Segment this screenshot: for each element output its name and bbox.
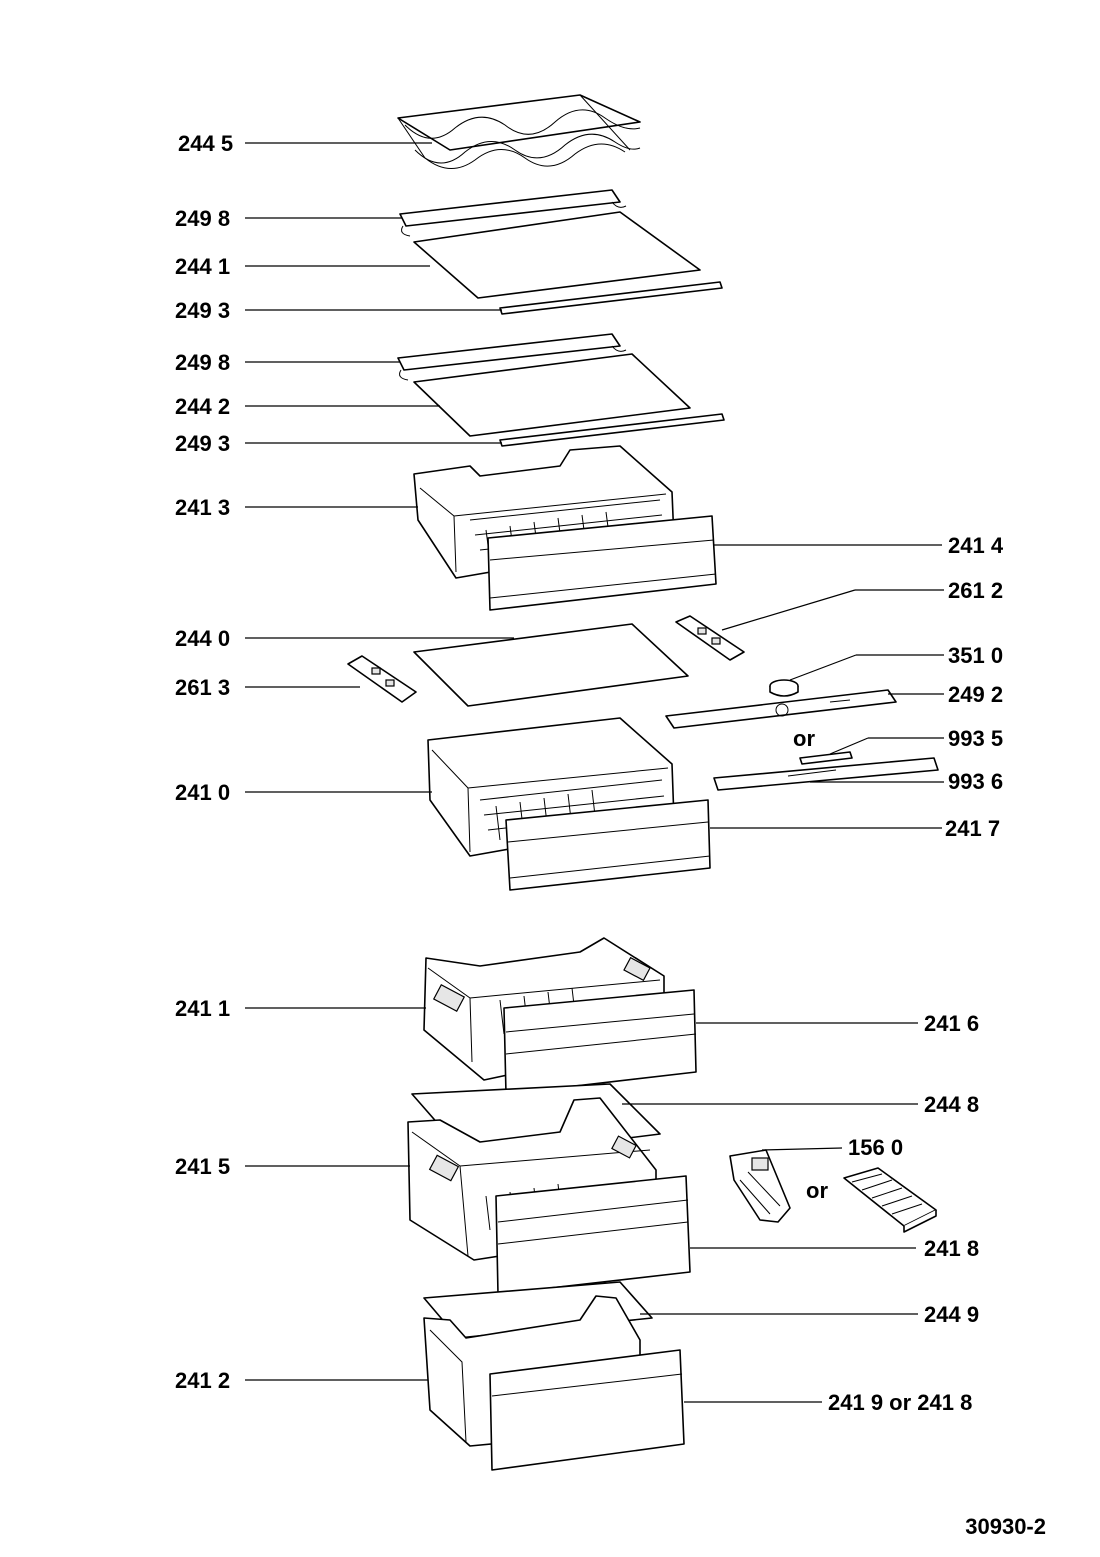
glass-shelf-2441 (413, 211, 701, 299)
callout-2412: 241 2 (175, 1368, 231, 1393)
divider-2612 (675, 615, 745, 661)
drawer-front-2416 (503, 989, 697, 1095)
part-9935 (799, 751, 853, 765)
drawer-front-2418 (495, 1175, 691, 1295)
callout-2440: 244 0 (175, 626, 231, 651)
ice-maker-1560 (729, 1149, 791, 1223)
wine-rack (397, 94, 641, 169)
drawer-front-2417 (505, 799, 711, 891)
glass-shelf-2442 (413, 353, 691, 437)
leader-1560 (761, 1147, 843, 1151)
shelf-edge-a (499, 281, 723, 315)
callout-2410: 241 0 (175, 780, 231, 805)
leader-3510 (789, 654, 857, 681)
ice-tray (843, 1167, 937, 1233)
callout-2448: 244 8 (924, 1092, 980, 1117)
callout-2416: 241 6 (924, 1011, 980, 1036)
divider-2613 (347, 655, 417, 703)
callout-3510: 351 0 (948, 643, 1004, 668)
callout-2493b: 249 3 (175, 431, 231, 456)
drawing-number: 30930-2 (965, 1514, 1046, 1539)
glass-shelf-2440 (413, 623, 689, 707)
callout-2612: 261 2 (948, 578, 1004, 603)
leader-2612 (721, 589, 856, 631)
callout-9936: 993 6 (948, 769, 1004, 794)
callout-2413: 241 3 (175, 495, 231, 520)
callout-2498b: 249 8 (175, 350, 231, 375)
callout-2441: 244 1 (175, 254, 231, 279)
shelf-trim-b (397, 333, 627, 381)
leader-9935 (829, 737, 869, 755)
callout-2417: 241 7 (945, 816, 1001, 841)
callout-2445: 244 5 (178, 131, 234, 156)
callout-2419or2418: 241 9 or 241 8 (828, 1390, 973, 1415)
or-label-2: or (806, 1178, 828, 1203)
drawer-front-2419 (489, 1349, 685, 1471)
callout-2498a: 249 8 (175, 206, 231, 231)
callout-2415: 241 5 (175, 1154, 231, 1179)
callout-2411: 241 1 (175, 996, 231, 1021)
knob-3510 (769, 679, 799, 697)
callout-2418: 241 8 (924, 1236, 980, 1261)
shelf-trim-a (399, 189, 627, 237)
callout-2492: 249 2 (948, 682, 1004, 707)
drawer-front-2414 (487, 515, 717, 611)
callout-2414: 241 4 (948, 533, 1004, 558)
callout-9935: 993 5 (948, 726, 1004, 751)
or-label-1: or (793, 726, 815, 751)
callout-1560: 156 0 (848, 1135, 904, 1160)
panel-9936 (713, 757, 939, 791)
shelf-edge-b (499, 413, 725, 447)
callout-2613: 261 3 (175, 675, 231, 700)
control-panel-2492 (665, 689, 897, 729)
callout-2442: 244 2 (175, 394, 231, 419)
callout-2493a: 249 3 (175, 298, 231, 323)
callout-2449: 244 9 (924, 1302, 980, 1327)
